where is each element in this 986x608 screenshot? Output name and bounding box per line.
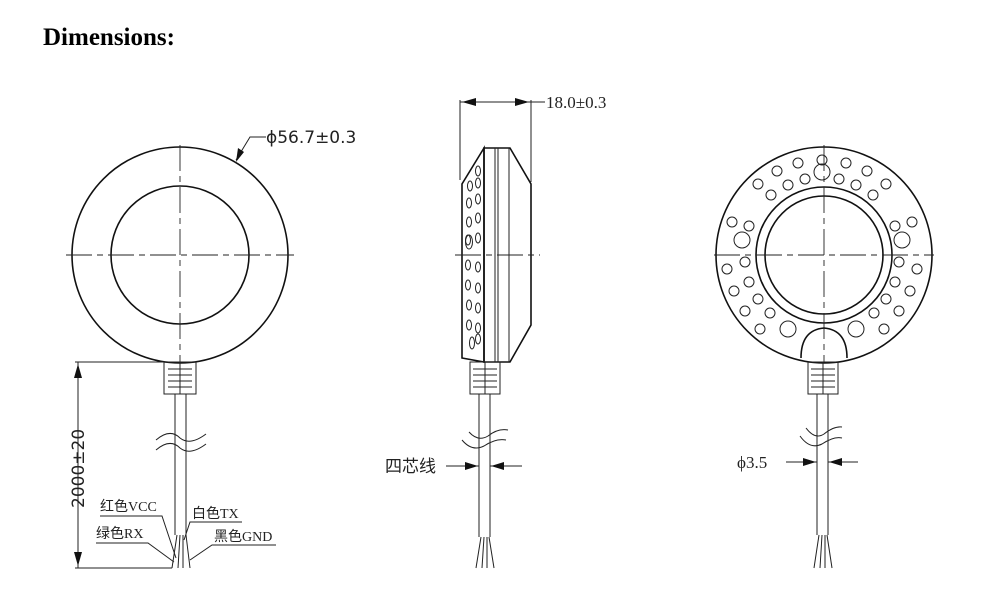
wire-leader-black bbox=[189, 544, 276, 561]
side-break-mark bbox=[468, 429, 509, 439]
back-holes bbox=[721, 154, 923, 338]
wire-label-black: 黑色GND bbox=[214, 528, 272, 545]
side-holes bbox=[465, 165, 481, 350]
back-cable-arch bbox=[800, 327, 848, 359]
front-view: ϕ56.7±0.3 2000±20 红色VCC bbox=[66, 128, 356, 569]
wire-label-white: 白色TX bbox=[192, 505, 239, 522]
diameter-arrow bbox=[236, 148, 244, 162]
front-strain-relief bbox=[163, 361, 197, 395]
front-wire-ends bbox=[171, 534, 191, 569]
wire-label-green: 绿色RX bbox=[96, 525, 143, 542]
side-wire-ends bbox=[475, 536, 495, 569]
diameter-leader bbox=[235, 136, 266, 161]
diameter-label: ϕ56.7±0.3 bbox=[266, 128, 356, 148]
cable-type-label: 四芯线 bbox=[385, 457, 436, 476]
wire-leader-green bbox=[96, 542, 175, 563]
wire-leader-white bbox=[183, 521, 242, 541]
thickness-label: 18.0±0.3 bbox=[546, 93, 606, 112]
wire-leader-red bbox=[100, 515, 177, 559]
front-break-mark bbox=[155, 433, 207, 442]
side-strain-relief bbox=[469, 361, 501, 395]
cable-length-label: 2000±20 bbox=[69, 429, 89, 508]
page-title: Dimensions: bbox=[43, 24, 175, 51]
side-view: 18.0±0.3 bbox=[385, 93, 606, 569]
back-view: ϕ3.5 bbox=[714, 145, 934, 569]
back-strain-relief bbox=[807, 361, 839, 395]
back-wire-ends bbox=[813, 534, 833, 569]
cable-diameter-label: ϕ3.5 bbox=[737, 453, 767, 472]
back-break-mark bbox=[805, 426, 843, 437]
wire-label-red: 红色VCC bbox=[100, 498, 157, 515]
side-front-face bbox=[461, 145, 485, 363]
